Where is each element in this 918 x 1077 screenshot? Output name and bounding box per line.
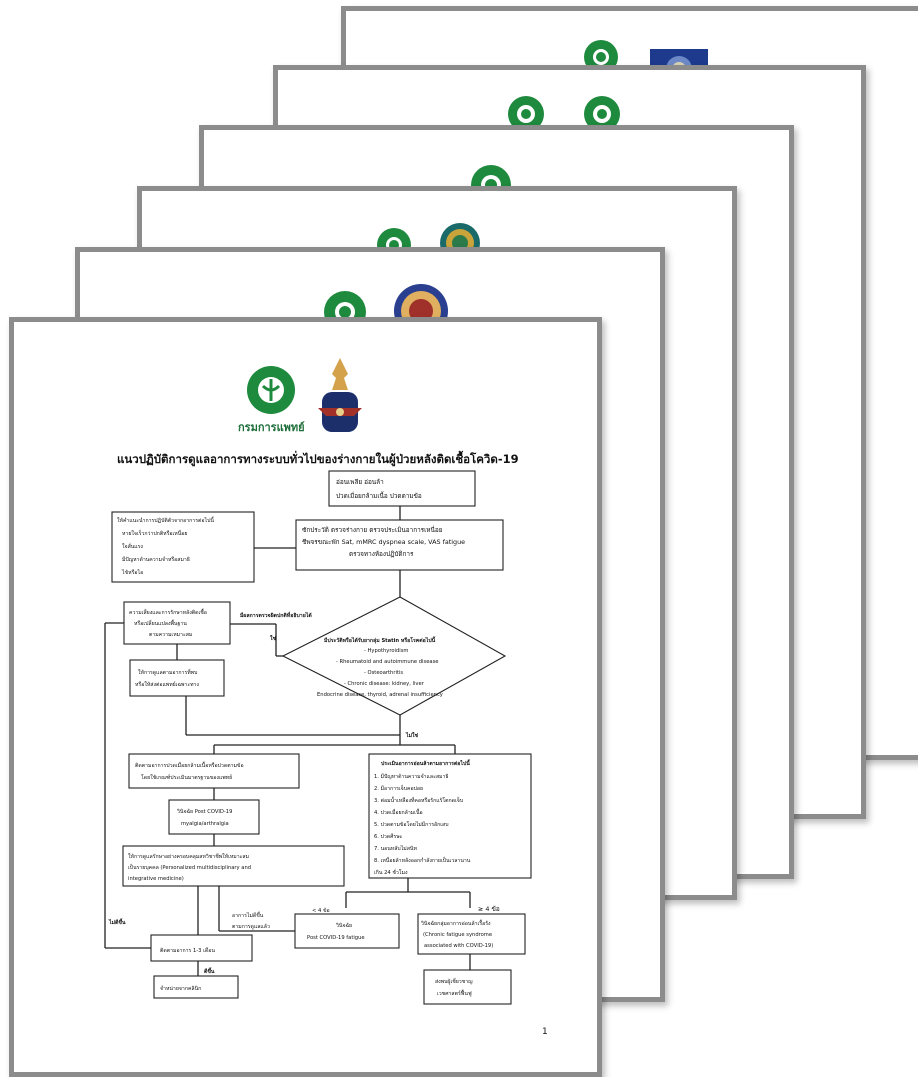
fc-diamond-item-4: - Chronic disease: kidney, liver — [344, 681, 425, 687]
org-name: กรมการแพทย์ — [238, 421, 305, 434]
fc-diamond-heading: มีประวัติหรือได้รับยากลุ่ม Statin หรือโร… — [323, 635, 436, 644]
fc-cfs-line-2: (Chronic fatigue syndrome — [423, 932, 492, 938]
fc-right-item-5: 5. ปวดตามข้อโดยไม่มีการอักเสบ — [374, 820, 449, 828]
fc-assess-box: ซักประวัติ ตรวจร่างกาย ตรวจประเมินอาการเ… — [295, 519, 504, 571]
fc-right-heading: ประเมินอาการอ่อนล้าตามอาการต่อไปนี้ — [381, 758, 471, 767]
fc-discharge-box: จำหน่ายจากคลินิก — [153, 975, 239, 999]
fc-diamond-item-2: - Rheumatoid and autoimmune disease — [336, 659, 438, 665]
fc-left-top-box: ให้คำแนะนำการปฏิบัติตัวจากอาการต่อไปนี้ … — [111, 511, 255, 583]
fc-mid-left-box: ติดตามอาการปวดเมื่อยกล้ามเนื้อหรือปวดตาม… — [128, 753, 300, 789]
fc-label-not-better: ไม่ดีขึ้น — [108, 917, 126, 926]
fc-rehab-box: ให้การดูแลรักษาอย่างครอบคลุมสหวิชาชีพให้… — [122, 845, 345, 887]
flowchart: แนวปฏิบัติการดูแลอาการทางระบบทั่วไปของร่… — [104, 450, 548, 1037]
army-medical-emblem — [318, 358, 362, 432]
fc-label-not-improve-2: ตามการดูแลแล้ว — [232, 923, 270, 930]
fc-dx-fatigue-line-2: Post COVID-19 fatigue — [307, 935, 365, 941]
fc-rehab-line-3: integrative medicine) — [128, 876, 184, 882]
fc-assess-line-3: ตรวจทางห้องปฏิบัติการ — [349, 550, 414, 558]
fc-right-item-9: เกิน 24 ชั่วโมง — [374, 869, 408, 876]
fc-label-no: ไม่ใช่ — [405, 731, 419, 739]
page-number: 1 — [542, 1027, 548, 1037]
fc-diamond-item-3: - Osteoarthritis — [364, 670, 403, 676]
fc-cfs-line-3: associated with COVID-19) — [424, 943, 493, 949]
fc-dx-fatigue-line-1: วินิจฉัย — [336, 922, 352, 929]
fc-label-lt4: < 4 ข้อ — [312, 907, 330, 914]
fc-rehab-line-1: ให้การดูแลรักษาอย่างครอบคลุมสหวิชาชีพให้… — [128, 853, 249, 860]
fc-top-box: อ่อนเพลีย อ่อนล้า ปวดเมื่อยกล้ามเนื้อ ปว… — [328, 470, 476, 507]
fc-follow-text: ติดตามอาการ 1-3 เดือน — [160, 947, 215, 954]
fc-right-item-3: 3. ต่อมน้ำเหลืองที่คอหรือรักแร้โตกดเจ็บ — [374, 796, 463, 804]
fc-right-item-1: 1. มีปัญหาด้านความจำและสมาธิ — [374, 773, 449, 780]
fc-label-better: ดีขึ้น — [203, 966, 215, 975]
fc-diamond-item-1: - Hypothyroidism — [364, 648, 408, 654]
fc-right-item-8: 8. เหนื่อยล้าหลังออกกำลังกายเป็นเวลานาน — [374, 856, 471, 864]
fc-post-covid-line-2: myalgia/arthralgia — [181, 821, 229, 827]
fc-follow-box: ติดตามอาการ 1-3 เดือน — [150, 934, 253, 962]
fc-left-mid2-box: ให้การดูแลตามอาการที่พบ หรือให้ส่งต่อแพท… — [129, 659, 225, 697]
fc-right-item-7: 7. นอนหลับไม่สนิท — [374, 844, 417, 852]
dms-logo-2 — [584, 96, 620, 132]
fc-post-covid-box: วินิจฉัย Post COVID-19 myalgia/arthralgi… — [168, 799, 260, 835]
front-page: กรมการแพทย์ แนวปฏิบัติการดูแลอาการทางระบ… — [9, 317, 602, 1077]
fc-refer-line-2: เวชศาสตร์ฟื้นฟู — [437, 989, 472, 997]
fc-label-yes: ใช่ — [270, 635, 277, 642]
fc-left-top-item-1: หายใจเร็วกว่าปกติหรือเหนื่อย — [122, 529, 187, 537]
fc-decision-diamond: มีประวัติหรือได้รับยากลุ่ม Statin หรือโร… — [281, 596, 507, 716]
fc-left-top-item-2: ใจสั่นแรง — [122, 543, 143, 550]
dms-logo — [508, 96, 544, 132]
fc-refer-box: ส่งพบผู้เชี่ยวชาญ เวชศาสตร์ฟื้นฟู — [423, 969, 512, 1005]
fc-right-item-6: 6. ปวดศีรษะ — [374, 833, 403, 840]
fc-mid-left-line-2: โดยใช้เกณฑ์ประเมินมาตรฐานของแพทย์ — [141, 774, 232, 781]
fc-left-mid-box: ความเสี่ยงและการรักษาหลังติดเชื้อ หรือเป… — [123, 601, 231, 645]
fc-refer-line-1: ส่งพบผู้เชี่ยวชาญ — [435, 978, 473, 985]
fc-assess-line-1: ซักประวัติ ตรวจร่างกาย ตรวจประเมินอาการเ… — [302, 525, 443, 534]
fc-diamond-item-5: Endocrine disease, thyroid, adrenal insu… — [317, 692, 443, 698]
fc-dx-fatigue-box: วินิจฉัย Post COVID-19 fatigue — [294, 913, 400, 949]
fc-left-top-item-4: ไข้หรือไอ — [121, 568, 143, 576]
fc-assess-line-2: ชีพจรขณะพัก Sat, mMRC dyspnea scale, VAS… — [302, 538, 465, 546]
fc-label-abnormal: มีผลการตรวจผิดปกติที่อธิบายได้ — [239, 611, 312, 619]
fc-cfs-box: วินิจฉัยกลุ่มอาการอ่อนล้าเรื้อรัง (Chron… — [417, 913, 526, 955]
fc-right-item-4: 4. ปวดเมื่อยกล้ามเนื้อ — [374, 808, 423, 816]
fc-left-mid2-line-1: ให้การดูแลตามอาการที่พบ — [138, 669, 197, 676]
fc-left-mid-line-2: หรือเปลี่ยนแปลงพื้นฐาน — [134, 619, 187, 627]
fc-left-mid-line-3: ตามความเหมาะสม — [149, 632, 192, 638]
fc-rehab-line-2: เป็นรายบุคคล (Personalized multidiscipli… — [128, 863, 251, 871]
fc-top-line-1: อ่อนเพลีย อ่อนล้า — [336, 478, 384, 486]
dms-logo — [247, 366, 295, 414]
fc-right-box: ประเมินอาการอ่อนล้าตามอาการต่อไปนี้ 1. ม… — [368, 753, 532, 879]
fc-left-mid-line-1: ความเสี่ยงและการรักษาหลังติดเชื้อ — [129, 608, 207, 616]
document-title: แนวปฏิบัติการดูแลอาการทางระบบทั่วไปของร่… — [117, 450, 519, 467]
fc-left-top-item-3: มีปัญหาด้านความจำหรือสมาธิ — [122, 556, 190, 563]
fc-post-covid-line-1: วินิจฉัย Post COVID-19 — [177, 808, 232, 815]
fc-mid-left-line-1: ติดตามอาการปวดเมื่อยกล้ามเนื้อหรือปวดตาม… — [135, 761, 244, 769]
fc-label-not-improve-1: อาการไม่ดีขึ้น — [232, 911, 264, 919]
fc-right-item-2: 2. มีอาการเจ็บคอบ่อย — [374, 784, 423, 792]
fc-top-line-2: ปวดเมื่อยกล้ามเนื้อ ปวดตามข้อ — [336, 491, 422, 500]
fc-discharge-text: จำหน่ายจากคลินิก — [160, 985, 201, 992]
fc-left-mid2-line-2: หรือให้ส่งต่อแพทย์เฉพาะทาง — [135, 681, 199, 688]
fc-cfs-line-1: วินิจฉัยกลุ่มอาการอ่อนล้าเรื้อรัง — [421, 919, 491, 927]
fc-label-ge4: ≥ 4 ข้อ — [478, 905, 500, 913]
fc-left-top-heading: ให้คำแนะนำการปฏิบัติตัวจากอาการต่อไปนี้ — [117, 516, 215, 524]
